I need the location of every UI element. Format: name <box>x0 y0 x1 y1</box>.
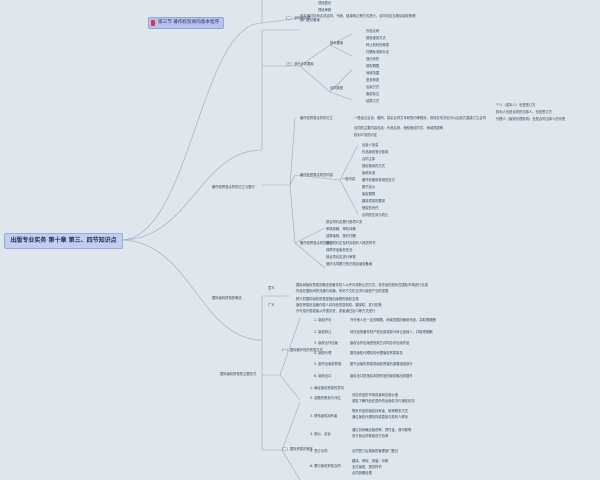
node[interactable]: 授权期限 <box>366 64 380 68</box>
node[interactable]: 合同的主要内容包括：作品名称、授权使用方式、地域范围等 <box>354 126 444 130</box>
node[interactable]: 通过协商确定版税率、预付金、首印数等 <box>352 428 412 432</box>
node[interactable]: 权利义务的约定 <box>354 133 378 137</box>
section-topic-label: 第三节 著作权贸易的基本程序 <box>158 20 220 25</box>
node[interactable]: 3. 联系版权持有者 <box>310 414 338 418</box>
node[interactable]: 委托版权代理机构代理版权贸易事务 <box>350 351 403 355</box>
node[interactable]: 版权贸易包括著作权人将作品的复制权、翻译权、发行权等 <box>296 303 382 307</box>
node[interactable]: 支付版税、提供样书 <box>352 465 382 469</box>
node[interactable]: （一）国际著作权的贸易方式 <box>280 348 323 352</box>
section-topic[interactable]: 第三节 著作权贸易的基本程序 <box>148 17 225 29</box>
node[interactable]: 著作权贸易合同的内容 <box>300 173 333 177</box>
node[interactable]: （三）涉外合同要素 <box>284 62 314 66</box>
node[interactable]: 图书出版权贸易是版权贸易的重要组成部分 <box>350 362 413 366</box>
node[interactable]: 结算版税、按时付酬 <box>326 234 356 238</box>
node[interactable]: 出版方式 <box>366 85 380 89</box>
node[interactable]: 一般内容 <box>342 177 356 181</box>
node[interactable]: 著作权贸易合同的订立 <box>300 116 333 120</box>
node[interactable]: 4. 版权代理 <box>314 351 332 355</box>
node[interactable]: 版权出口是指将本国作品的版权输出到国外 <box>350 374 413 378</box>
node[interactable]: 国际版权贸易的概念 <box>212 296 242 300</box>
node[interactable]: 作品在国际间的流通与传播，有利于文化交流与版权产业的发展 <box>296 289 389 293</box>
node[interactable]: 许可他人在一定的期限、地域范围内使用作品，并取得报酬 <box>350 318 436 322</box>
node[interactable]: 一般经过洽谈、磋商、拟定合同文本和签约等程序，但特定情况也可以由双方直接订立合同 <box>354 116 486 120</box>
node[interactable]: 作品版权登记费用 <box>362 150 389 154</box>
node[interactable]: 国际间版权贸易的概念是著作权人以许可或转让的方式，将作品的权利在国际市场进行交易 <box>296 283 428 287</box>
node[interactable]: 3. 版权合作出版 <box>314 341 338 345</box>
node[interactable]: 1. 版权许可 <box>314 318 332 322</box>
node[interactable]: （二）涉外的方式 <box>284 16 311 20</box>
node[interactable]: 授权使用方式 <box>366 36 386 40</box>
node[interactable]: 按合同约定进行审核 <box>326 255 356 259</box>
node[interactable]: 双方通过协商达成合同、书面、链接转让等方式进行，合同均应当报请版权管理部门登记备… <box>300 14 416 22</box>
node[interactable]: 著作权贸易合同的履行 <box>300 241 333 245</box>
node[interactable]: 做好合同履行的归档及版权备案 <box>326 262 373 266</box>
node[interactable]: 图书定价 <box>362 185 376 189</box>
node[interactable]: 作品名称 <box>366 29 380 33</box>
node[interactable]: 广义 <box>268 303 275 307</box>
node[interactable]: 审核原稿、审校译稿 <box>326 227 356 231</box>
node[interactable]: 合同类型 <box>330 86 344 90</box>
node[interactable]: 违约责任 <box>366 57 380 61</box>
node[interactable]: 版权期限 <box>362 192 376 196</box>
node[interactable]: 5. 签订合同 <box>310 449 328 453</box>
node[interactable]: 1. 确定版权贸易的意向 <box>310 386 344 390</box>
node[interactable]: 意义 <box>268 286 275 290</box>
node[interactable]: 2. 选题的策划与评估 <box>310 396 341 400</box>
node[interactable]: 翻译、审校、排版、印刷 <box>352 459 389 463</box>
node[interactable]: 版税标准 <box>362 171 376 175</box>
node[interactable]: 结算方式 <box>366 99 380 103</box>
node[interactable]: 版权合作出版是指双方共同合作出版作品 <box>350 341 410 345</box>
node[interactable]: 版权标注 <box>366 92 380 96</box>
node[interactable]: 5. 图书出版权贸易 <box>314 362 342 366</box>
node[interactable]: 代理人（版权代理机构）也是合同当事人的代表 <box>496 117 566 121</box>
node[interactable]: 基本要素 <box>330 41 344 45</box>
node[interactable]: 语言种类 <box>366 78 380 82</box>
node[interactable]: 须经审核 <box>318 8 332 12</box>
node[interactable]: 著作权使用费用的支付 <box>362 178 395 182</box>
root-topic[interactable]: 出版专业实务 第十章 第三、四节知识点 <box>4 233 123 249</box>
node[interactable]: 出版人信息 <box>362 143 379 147</box>
node[interactable]: 国际版权贸易的主要形式 <box>220 372 257 376</box>
node[interactable]: 联系作品的版权持有者，取得联系方式 <box>352 409 409 413</box>
node[interactable]: 地域范围 <box>366 71 380 75</box>
node[interactable]: 6. 履行版权贸易合同 <box>310 464 341 468</box>
node[interactable]: 个人（或本人）也是签订方 <box>496 103 536 107</box>
node[interactable]: 2. 版权转让 <box>314 330 332 334</box>
node[interactable]: 6. 版权出口 <box>314 374 332 378</box>
node[interactable]: 合同到期处理 <box>352 471 372 475</box>
node[interactable]: 权利人也是合同的当事人，也是签订方 <box>496 110 553 114</box>
node[interactable]: 授权使用的方式 <box>362 164 386 168</box>
node[interactable]: 通过版权代理机构或直接与权利人联系 <box>352 415 409 419</box>
node[interactable]: 4. 报价、洽谈 <box>310 432 331 436</box>
node[interactable]: 转让权利的种类 <box>366 43 390 47</box>
node[interactable]: （二）国际贸易的程序 <box>280 447 313 451</box>
node[interactable]: 合同主体 <box>362 157 376 161</box>
node[interactable]: 双方就合同条款进行协商 <box>352 434 389 438</box>
node[interactable]: 将作品的著作财产权全部或部分转让给他人，并取得报酬 <box>350 330 433 334</box>
node[interactable]: 狭义的国际版权贸易是指出版物的版权交易 <box>296 297 359 301</box>
node[interactable]: 付酬标准和办法 <box>366 50 390 54</box>
node[interactable]: 翻译质量的要求 <box>362 199 386 203</box>
node[interactable]: 调查了解作品在国外的出版情况与销售情况 <box>352 399 415 403</box>
node[interactable]: 评估作品的市场前景和出版价值 <box>352 393 399 397</box>
node[interactable]: 许可给外国或者从外国引进，或者通过出口等方式进行 <box>296 309 376 313</box>
node[interactable]: 按合同约定及时向权利人提供样书 <box>326 241 376 245</box>
node[interactable]: 合同的生效与终止 <box>362 213 389 217</box>
node[interactable]: 须经登记 <box>318 1 332 5</box>
node[interactable]: 著作权贸易合同的订立与履行 <box>212 185 255 189</box>
node[interactable]: 侵权的责任 <box>362 206 379 210</box>
node[interactable]: 按合同约定履行各项义务 <box>326 220 363 224</box>
node[interactable]: 合同签订后报版权管理部门登记 <box>352 449 399 453</box>
flag-icon <box>151 20 155 26</box>
node[interactable]: 保障作品版权安全 <box>326 248 353 252</box>
